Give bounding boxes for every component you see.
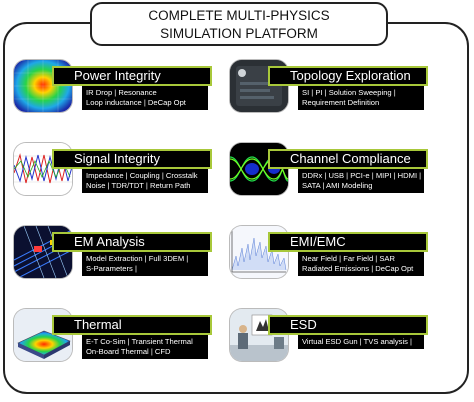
- thermal-title: Thermal: [52, 315, 212, 335]
- card-esd: ESD Virtual ESD Gun | TVS analysis |: [230, 309, 428, 371]
- topology-exploration-detail-1: SI | PI | Solution Sweeping |: [302, 88, 396, 97]
- card-power-integrity: Power Integrity IR Drop | Resonance Loop…: [14, 60, 212, 122]
- card-channel-compliance: Channel Compliance DDRx | USB | PCI-e | …: [230, 143, 428, 205]
- thermal-details: E-T Co-Sim | Transient Thermal On-Board …: [82, 335, 208, 359]
- card-topology-exploration: Topology Exploration SI | PI | Solution …: [230, 60, 428, 122]
- thermal-detail-1: E-T Co-Sim | Transient Thermal: [86, 337, 193, 346]
- card-thermal: Thermal E-T Co-Sim | Transient Thermal O…: [14, 309, 212, 371]
- card-emi-emc: EMI/EMC Near Field | Far Field | SAR Rad…: [230, 226, 428, 288]
- topology-exploration-title: Topology Exploration: [268, 66, 428, 86]
- esd-thumbnail: [230, 309, 288, 361]
- esd-detail-1: Virtual ESD Gun | TVS analysis |: [302, 337, 413, 346]
- emi-emc-title: EMI/EMC: [268, 232, 428, 252]
- topology-exploration-detail-2: Requirement Definition: [302, 98, 380, 107]
- emi-emc-details: Near Field | Far Field | SAR Radiated Em…: [298, 252, 424, 276]
- em-analysis-title: EM Analysis: [52, 232, 212, 252]
- power-integrity-detail-2: Loop inductance | DeCap Opt: [86, 98, 186, 107]
- signal-integrity-detail-2: Noise | TDR/TDT | Return Path: [86, 181, 191, 190]
- emi-emc-detail-2: Radiated Emissions | DeCap Opt: [302, 264, 414, 273]
- emi-emc-detail-1: Near Field | Far Field | SAR: [302, 254, 395, 263]
- channel-compliance-detail-1: DDRx | USB | PCI-e | MIPI | HDMI |: [302, 171, 422, 180]
- esd-details: Virtual ESD Gun | TVS analysis |: [298, 335, 424, 349]
- signal-integrity-details: Impedance | Coupling | Crosstalk Noise |…: [82, 169, 208, 193]
- em-analysis-detail-1: Model Extraction | Full 3DEM |: [86, 254, 189, 263]
- channel-compliance-details: DDRx | USB | PCI-e | MIPI | HDMI | SATA …: [298, 169, 424, 193]
- thermal-thumbnail: [14, 309, 72, 361]
- em-analysis-details: Model Extraction | Full 3DEM | S-Paramet…: [82, 252, 208, 276]
- topology-exploration-details: SI | PI | Solution Sweeping | Requiremen…: [298, 86, 424, 110]
- card-signal-integrity: Signal Integrity Impedance | Coupling | …: [14, 143, 212, 205]
- channel-compliance-detail-2: SATA | AMI Modeling: [302, 181, 373, 190]
- signal-integrity-title: Signal Integrity: [52, 149, 212, 169]
- power-integrity-detail-1: IR Drop | Resonance: [86, 88, 157, 97]
- channel-compliance-title: Channel Compliance: [268, 149, 428, 169]
- em-analysis-detail-2: S-Parameters |: [86, 264, 137, 273]
- esd-title: ESD: [268, 315, 428, 335]
- power-integrity-details: IR Drop | Resonance Loop inductance | De…: [82, 86, 208, 110]
- title-line-1: COMPLETE MULTI-PHYSICS: [148, 8, 330, 23]
- signal-integrity-detail-1: Impedance | Coupling | Crosstalk: [86, 171, 198, 180]
- title-line-2: SIMULATION PLATFORM: [160, 26, 318, 41]
- page-title: COMPLETE MULTI-PHYSICS SIMULATION PLATFO…: [90, 2, 388, 46]
- card-em-analysis: EM Analysis Model Extraction | Full 3DEM…: [14, 226, 212, 288]
- power-integrity-title: Power Integrity: [52, 66, 212, 86]
- thermal-detail-2: On-Board Thermal | CFD: [86, 347, 171, 356]
